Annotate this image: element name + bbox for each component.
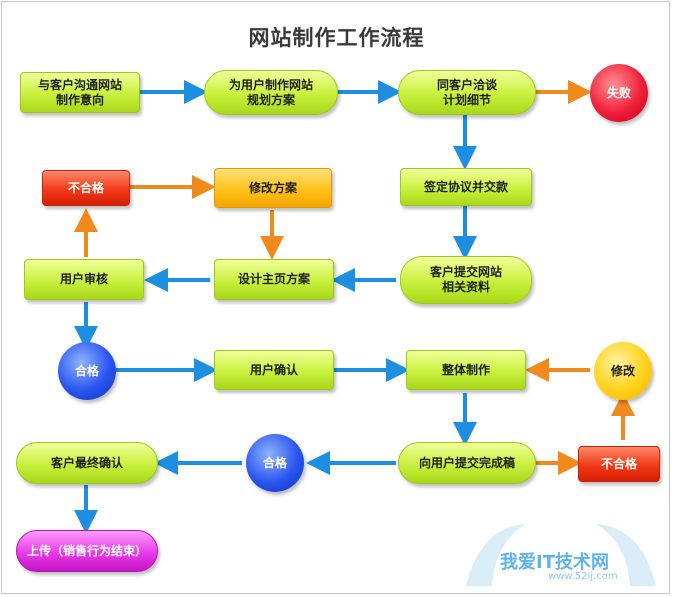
watermark-url: www.52ij.com: [548, 571, 618, 582]
node-negotiate-details: 同客户洽谈 计划细节: [398, 70, 536, 115]
node-upload-end: 上传（销售行为结束）: [16, 530, 158, 572]
node-user-review: 用户审核: [24, 259, 144, 300]
node-sign-agreement: 签定协议并交款: [400, 168, 532, 206]
node-design-homepage: 设计主页方案: [214, 259, 334, 300]
node-modify-plan: 修改方案: [214, 168, 332, 208]
node-reject-1: 不合格: [42, 170, 130, 206]
node-user-confirm: 用户确认: [214, 350, 334, 390]
node-fail: 失败: [590, 64, 648, 122]
node-pass-1: 合格: [58, 342, 116, 400]
node-overall-production: 整体制作: [406, 350, 526, 390]
watermark-logo: [466, 524, 656, 586]
node-make-plan: 为用户制作网站 规划方案: [204, 70, 338, 115]
node-communicate-intent: 与客户沟通网站 制作意向: [20, 72, 140, 113]
node-reject-2: 不合格: [578, 446, 660, 482]
watermark-text: 我爱IT技术网: [500, 552, 609, 573]
node-pass-2: 合格: [246, 434, 304, 492]
node-submit-final-draft: 向用户提交完成稿: [398, 442, 536, 484]
diagram-title: 网站制作工作流程: [248, 26, 425, 50]
node-submit-materials: 客户提交网站 相关资料: [400, 256, 532, 304]
node-modify: 修改: [594, 342, 652, 400]
node-final-confirm: 客户最终确认: [16, 442, 158, 484]
